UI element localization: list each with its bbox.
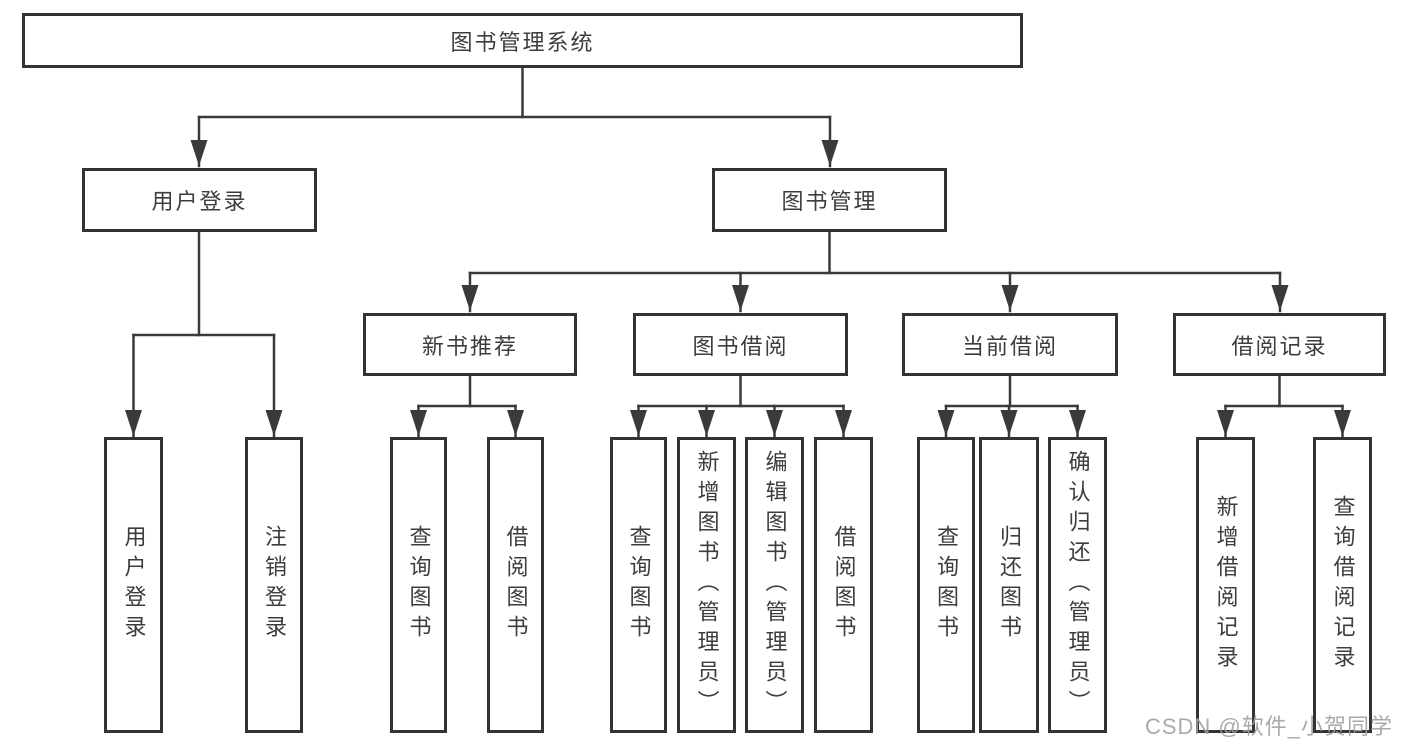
node-label: 新增图书（管理员） (694, 450, 720, 720)
leaf-query-books-borrow: 查询图书 (610, 437, 667, 733)
csdn-watermark: CSDN @软件_小贺同学 (1144, 714, 1393, 739)
node-label: 编辑图书（管理员） (762, 450, 788, 720)
node-book-management: 图书管理 (712, 168, 947, 232)
node-current-borrow: 当前借阅 (902, 313, 1118, 376)
node-library-management-system: 图书管理系统 (22, 13, 1023, 68)
node-label: 图书管理系统 (450, 29, 595, 55)
node-label: 用户登录 (121, 525, 147, 645)
leaf-edit-books-admin: 编辑图书（管理员） (745, 437, 804, 733)
node-label: 新书推荐 (421, 333, 518, 359)
leaf-add-borrow-record: 新增借阅记录 (1196, 437, 1255, 733)
leaf-query-books-current: 查询图书 (917, 437, 975, 733)
node-label: 新增借阅记录 (1213, 495, 1239, 675)
node-user-login: 用户登录 (82, 168, 317, 232)
node-label: 确认归还（管理员） (1065, 450, 1091, 720)
node-borrow-records: 借阅记录 (1173, 313, 1386, 376)
node-label: 用户登录 (151, 189, 248, 214)
leaf-borrow-books-recommend: 借阅图书 (487, 437, 544, 733)
leaf-confirm-return-admin: 确认归还（管理员） (1048, 437, 1107, 733)
node-book-borrow: 图书借阅 (633, 313, 848, 376)
node-label: 当前借阅 (961, 333, 1058, 359)
leaf-borrow-books: 借阅图书 (814, 437, 873, 733)
leaf-query-borrow-record: 查询借阅记录 (1313, 437, 1372, 733)
node-label: 查询图书 (406, 525, 432, 645)
node-label: 归还图书 (997, 525, 1022, 645)
node-label: 借阅记录 (1231, 333, 1328, 359)
node-label: 图书管理 (781, 189, 878, 214)
leaf-query-books-recommend: 查询图书 (390, 437, 447, 733)
node-label: 查询图书 (626, 525, 652, 645)
node-label: 借阅图书 (831, 525, 857, 645)
node-new-book-recommend: 新书推荐 (363, 313, 577, 376)
node-label: 借阅图书 (503, 525, 529, 645)
node-label: 图书借阅 (692, 333, 789, 359)
leaf-logout: 注销登录 (245, 437, 303, 733)
leaf-return-books: 归还图书 (979, 437, 1039, 733)
leaf-add-books-admin: 新增图书（管理员） (677, 437, 736, 733)
node-label: 注销登录 (262, 525, 287, 645)
node-label: 查询图书 (934, 525, 959, 645)
node-label: 查询借阅记录 (1330, 495, 1356, 675)
leaf-user-login: 用户登录 (104, 437, 163, 733)
